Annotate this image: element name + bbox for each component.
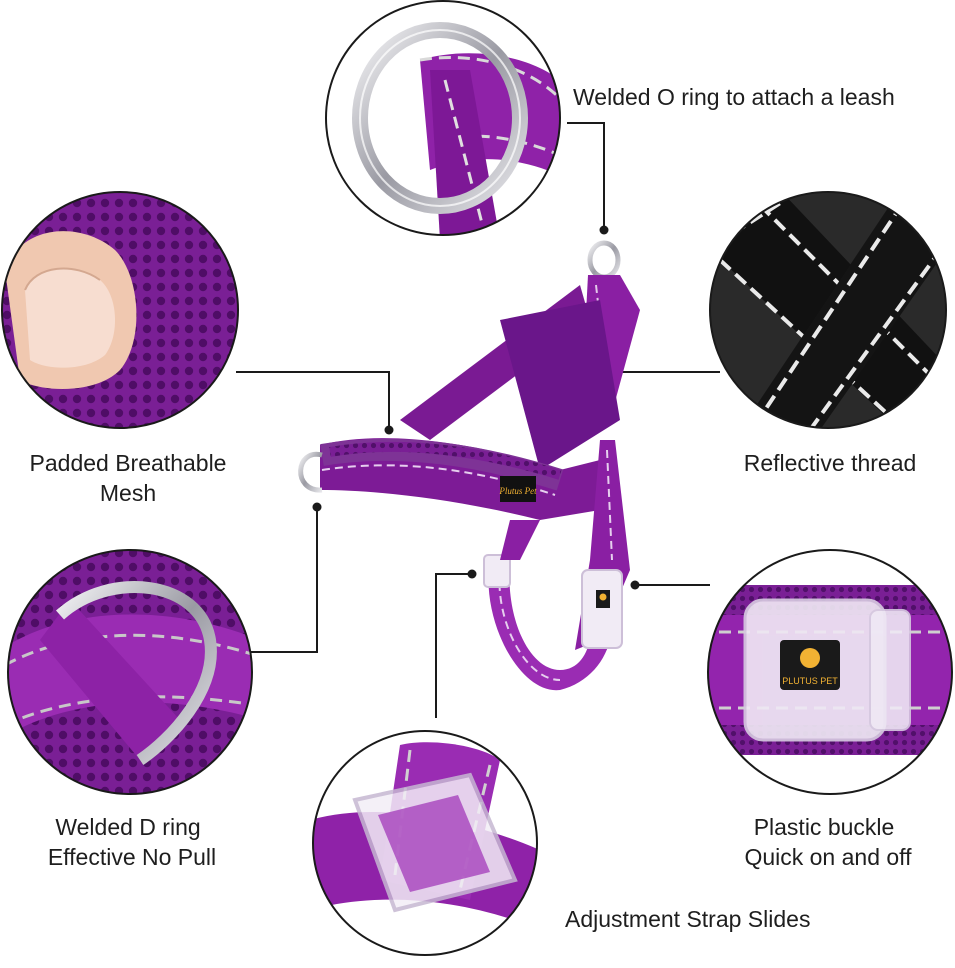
strap-slide-closeup: [312, 730, 538, 956]
o-ring-label: Welded O ring to attach a leash: [573, 84, 895, 110]
strap-label: Adjustment Strap Slides: [565, 906, 810, 932]
d-ring-label-line1: Welded D ring: [55, 814, 200, 840]
mesh-label-line2: Mesh: [100, 480, 156, 506]
d-ring-closeup: [7, 549, 253, 795]
buckle-logo-text: PLUTUS PET: [782, 676, 838, 686]
reflective-label: Reflective thread: [744, 450, 917, 476]
o-ring-closeup: [325, 0, 561, 236]
harness-brand-tag: Plutus Pet: [498, 486, 537, 496]
connector-lines: [236, 122, 720, 718]
mesh-closeup: [1, 191, 239, 429]
harness-illustration: Plutus Pet: [298, 240, 640, 691]
reflective-closeup: [709, 191, 947, 429]
buckle-closeup: PLUTUS PET: [707, 549, 953, 795]
buckle-label-line1: Plastic buckle: [754, 814, 895, 840]
mesh-label-line1: Padded Breathable: [30, 450, 227, 476]
d-ring-label-line2: Effective No Pull: [48, 844, 216, 870]
buckle-label-line2: Quick on and off: [744, 844, 912, 870]
